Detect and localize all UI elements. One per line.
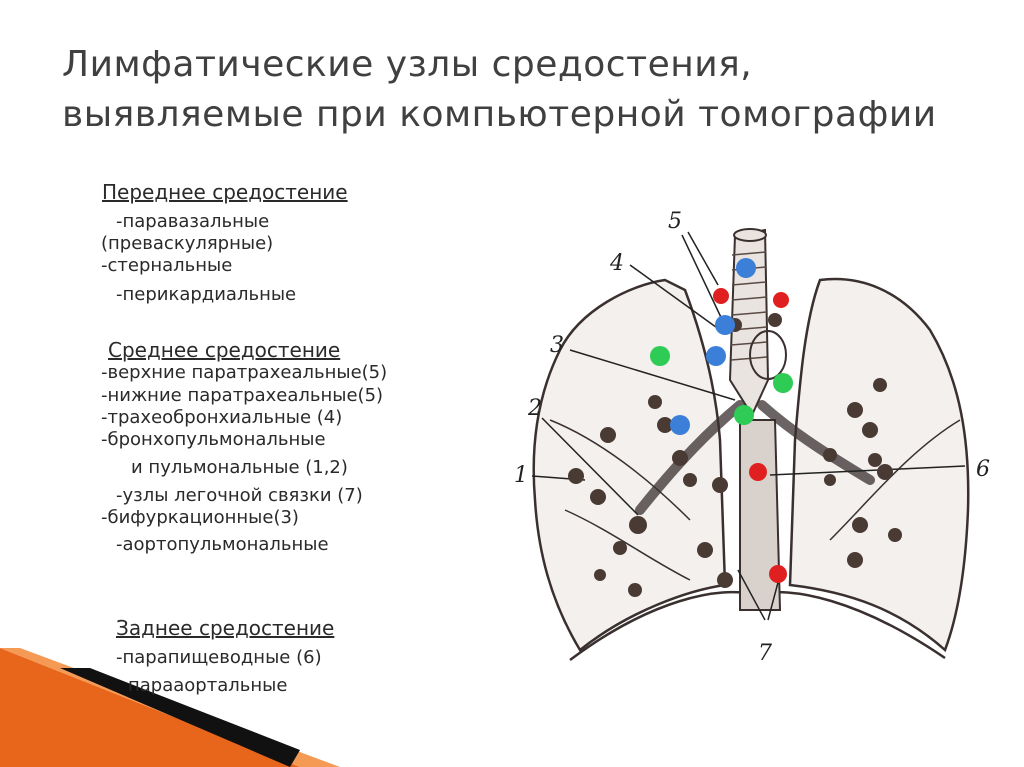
middle-item: и пульмональные (1,2) bbox=[131, 457, 348, 478]
lymph-nodes-green bbox=[650, 346, 793, 425]
dark-stripe bbox=[60, 668, 300, 767]
middle-item: -бифуркационные(3) bbox=[101, 507, 299, 528]
callout-7: 7 bbox=[758, 641, 772, 666]
anterior-item: -стернальные bbox=[101, 255, 233, 276]
middle-item: -бронхопульмональные bbox=[101, 429, 326, 450]
title-line-1: Лимфатические узлы средостения, bbox=[62, 44, 753, 85]
trachea-top bbox=[733, 228, 767, 242]
lymph-nodes-blue bbox=[670, 258, 756, 435]
title-line-2: выявляемые при компьютерной томографии bbox=[62, 94, 937, 135]
anterior-item: -перикардиальные bbox=[116, 284, 297, 305]
middle-item: -аортопульмональные bbox=[116, 534, 329, 555]
callout-1: 1 bbox=[514, 463, 528, 488]
middle-item: -верхние паратрахеальные(5) bbox=[101, 362, 388, 383]
callout-3: 3 bbox=[550, 333, 564, 358]
slide-title: Лимфатические узлы средостения, выявляем… bbox=[62, 40, 982, 140]
callout-2: 2 bbox=[527, 396, 542, 421]
aortic-arch bbox=[749, 330, 787, 380]
posterior-item: -парапищеводные (6) bbox=[116, 647, 322, 668]
anterior-item: -паравазальные bbox=[116, 211, 270, 232]
middle-item: -трахеобронхиальные (4) bbox=[101, 407, 343, 428]
middle-item: -узлы легочной связки (7) bbox=[116, 485, 363, 506]
mediastinal-lymph-node-diagram: 5 4 3 2 1 6 7 bbox=[514, 209, 990, 666]
callout-4: 4 bbox=[609, 251, 624, 276]
posterior-item: параaортальные bbox=[128, 675, 288, 696]
anterior-heading: Переднее средостение bbox=[102, 180, 348, 204]
middle-item: -нижние паратрахеальные(5) bbox=[101, 385, 384, 406]
right-lung bbox=[532, 278, 727, 652]
lymph-nodes-red bbox=[713, 288, 789, 583]
aorta bbox=[739, 419, 782, 611]
middle-heading: Среднее средостение bbox=[108, 338, 341, 362]
callout-5: 5 bbox=[668, 209, 682, 234]
callout-6: 6 bbox=[976, 457, 990, 482]
anterior-item: (превaскулярные) bbox=[101, 233, 274, 254]
posterior-heading: Заднее средостение bbox=[116, 616, 335, 640]
